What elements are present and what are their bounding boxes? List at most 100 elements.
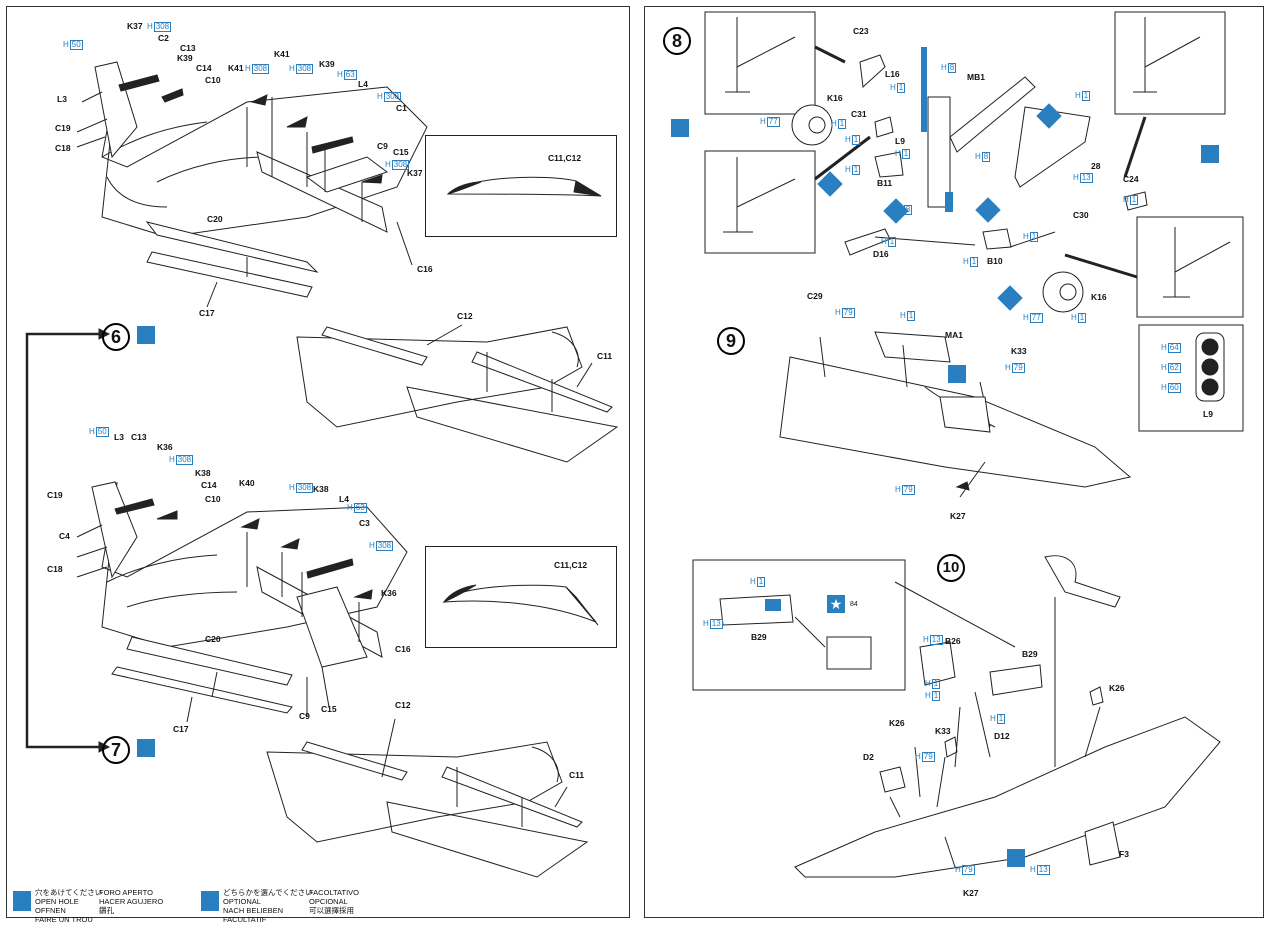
label-C10: C10 (205, 494, 221, 504)
legend-line: OPEN HOLE (35, 897, 79, 906)
label-K41: K41 (274, 49, 290, 59)
label-B26: B26 (945, 636, 961, 646)
label-C14: C14 (196, 63, 212, 73)
step7-section-inset: C11,C12 (425, 546, 617, 648)
step-8-number: 8 (663, 27, 691, 55)
down-arrow-icon (1007, 849, 1025, 867)
legend-optional-2: FACOLTATIVO OPCIONAL 可以選擇採用 (309, 888, 359, 915)
legend-open-hole: 穴をあけてください OPEN HOLE OFFNEN FAIRE UN TROU (35, 888, 102, 924)
step-9-number: 9 (717, 327, 745, 355)
checker-optional-icon (137, 326, 155, 344)
label-K37: K37 (407, 168, 423, 178)
label-C13: C13 (131, 432, 147, 442)
legend-open-hole-2: FORO APERTO HACER AGUJERO 鑽孔 (99, 888, 163, 915)
steps-8-10-diagram (692, 11, 1244, 878)
label-K38: K38 (313, 484, 329, 494)
checker-optional-icon (137, 739, 155, 757)
step6-section-inset: C11,C12 (425, 135, 617, 237)
label-C4: C4 (59, 531, 70, 541)
label-C15: C15 (393, 147, 409, 157)
legend-line: どちらかを選んでください (223, 888, 313, 897)
label-C17: C17 (199, 308, 215, 318)
label-C2: C2 (158, 33, 169, 43)
legend-line: FAIRE UN TROU (35, 915, 93, 924)
label-C16: C16 (395, 644, 411, 654)
label-K36: K36 (157, 442, 173, 452)
legend-line: FACULTATIF (223, 915, 267, 924)
label-K16: K16 (827, 93, 843, 103)
legend-line: 穴をあけてください (35, 888, 103, 897)
legend-line: 鑽孔 (99, 906, 114, 915)
label-K37: K37 (127, 21, 143, 31)
legend-line: HACER AGUJERO (99, 897, 164, 906)
legend-line: FACOLTATIVO (309, 888, 360, 897)
label-C29: C29 (807, 291, 823, 301)
checker-optional-icon (671, 119, 689, 137)
label-F3: F3 (1119, 849, 1129, 859)
label-C15: C15 (321, 704, 337, 714)
label-C18: C18 (47, 564, 63, 574)
label-D2: D2 (863, 752, 874, 762)
label-B10: B10 (987, 256, 1003, 266)
label-C14: C14 (201, 480, 217, 490)
down-arrow-icon (948, 365, 966, 383)
label-C18: C18 (55, 143, 71, 153)
legend-line: OPTIONAL (223, 897, 261, 906)
label-K36: K36 (381, 588, 397, 598)
label-D12: D12 (994, 731, 1010, 741)
inset-label: C11,C12 (548, 153, 582, 163)
label-B29: B29 (1022, 649, 1038, 659)
label-L3: L3 (57, 94, 67, 104)
label-C19: C19 (47, 490, 63, 500)
label-L3: L3 (114, 432, 124, 442)
label-C9: C9 (377, 141, 388, 151)
legend-optional: どちらかを選んでください OPTIONAL NACH BELIEBEN FACU… (223, 888, 313, 924)
label-D16: D16 (873, 249, 889, 259)
label-K33: K33 (1011, 346, 1027, 356)
label-K33: K33 (935, 726, 951, 736)
label-L4: L4 (358, 79, 368, 89)
label-MA1: MA1 (945, 330, 963, 340)
step-6-number: 6 (102, 323, 130, 351)
label-C10: C10 (205, 75, 221, 85)
label-C12: C12 (395, 700, 411, 710)
star-decal-icon: ★ (827, 595, 845, 613)
drill-hole-icon (13, 891, 31, 911)
label-K16: K16 (1091, 292, 1107, 302)
label-C20: C20 (207, 214, 223, 224)
label-K27: K27 (963, 888, 979, 898)
label-C24: C24 (1123, 174, 1139, 184)
label-B11: B11 (877, 178, 893, 188)
label-C11: C11 (569, 770, 585, 780)
